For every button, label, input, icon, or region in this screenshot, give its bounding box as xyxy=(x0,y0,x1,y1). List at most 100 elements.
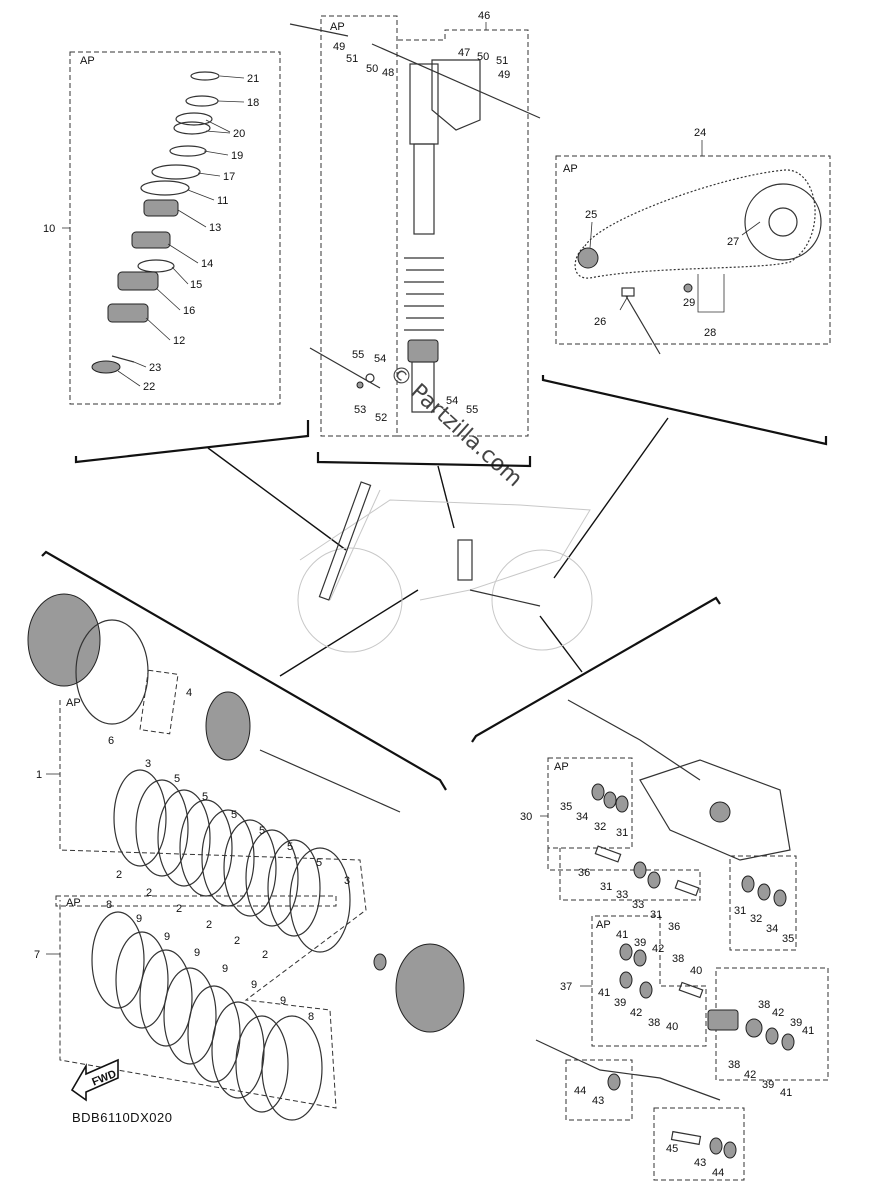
part-label: 5 xyxy=(316,857,322,869)
part-label: 32 xyxy=(750,913,762,925)
part-label: 29 xyxy=(683,297,695,309)
chain-box xyxy=(555,155,831,345)
part-label: 5 xyxy=(174,773,180,785)
part-label: 33 xyxy=(616,889,628,901)
part-label: 41 xyxy=(802,1025,814,1037)
part-label: 11 xyxy=(217,195,228,207)
part-label: 23 xyxy=(149,362,161,374)
part-label: 42 xyxy=(744,1069,756,1081)
part-label: 33 xyxy=(632,899,644,911)
clutch-box xyxy=(59,700,367,1109)
part-label: 50 xyxy=(477,51,489,63)
part-label: 3 xyxy=(344,875,350,887)
chain-ap-label: AP xyxy=(563,163,578,175)
clutch-group: AP AP xyxy=(27,593,465,1125)
shock-box-ap xyxy=(320,15,398,437)
part-label: 38 xyxy=(758,999,770,1011)
part-label: 40 xyxy=(690,965,702,977)
part-label: 31 xyxy=(616,827,628,839)
steering-group: AP 10 21 18 20 19 17 xyxy=(43,51,281,405)
part-label: 31 xyxy=(734,905,746,917)
part-label: 55 xyxy=(352,349,364,361)
part-label: 20 xyxy=(233,128,245,140)
shock-group: AP 46 49 51 50 48 47 50 51 49 55 54 53 5… xyxy=(289,10,541,492)
part-label: 39 xyxy=(634,937,646,949)
part-label: 31 xyxy=(650,909,662,921)
part-label: 9 xyxy=(194,947,200,959)
clutch-plates-2 xyxy=(91,911,323,1121)
part-label: 5 xyxy=(231,809,237,821)
part-label: 42 xyxy=(772,1007,784,1019)
part-label: 46 xyxy=(478,10,490,22)
part-label: 54 xyxy=(374,353,386,365)
part-label: 26 xyxy=(594,316,606,328)
part-label: 9 xyxy=(280,995,286,1007)
part-label: 51 xyxy=(346,53,358,65)
part-label: 14 xyxy=(201,258,213,270)
watermark: © Partzilla.com xyxy=(384,360,527,492)
callouts xyxy=(41,375,828,791)
part-label: 1 xyxy=(36,769,42,781)
part-label: 41 xyxy=(780,1087,792,1099)
motorcycle-outline xyxy=(297,481,593,653)
part-label: 53 xyxy=(354,404,366,416)
part-label: 32 xyxy=(594,821,606,833)
part-label: 37 xyxy=(560,981,572,993)
part-label: 41 xyxy=(598,987,610,999)
part-label: 43 xyxy=(694,1157,706,1169)
part-label: 5 xyxy=(287,841,293,853)
part-label: 35 xyxy=(782,933,794,945)
part-label: 42 xyxy=(652,943,664,955)
part-label: 49 xyxy=(333,41,345,53)
part-label: 39 xyxy=(762,1079,774,1091)
part-label: 43 xyxy=(592,1095,604,1107)
part-label: 51 xyxy=(496,55,508,67)
clutch-ap-label-2: AP xyxy=(66,897,81,909)
trans-box-a xyxy=(547,757,633,849)
part-label: 52 xyxy=(375,412,387,424)
part-label: 34 xyxy=(766,923,778,935)
part-label: 5 xyxy=(202,791,208,803)
chain-group: AP 24 25 27 29 26 28 xyxy=(555,127,831,355)
part-label: 27 xyxy=(727,236,739,248)
part-label: 8 xyxy=(308,1011,314,1023)
steering-ap-label: AP xyxy=(80,55,95,67)
part-label: 35 xyxy=(560,801,572,813)
part-label: 2 xyxy=(116,869,122,881)
part-label: 2 xyxy=(234,935,240,947)
clutch-ap-label-1: AP xyxy=(66,697,81,709)
part-label: 24 xyxy=(694,127,706,139)
part-label: 34 xyxy=(576,811,588,823)
part-label: 9 xyxy=(222,963,228,975)
part-label: 4 xyxy=(186,687,192,699)
part-label: 2 xyxy=(262,949,268,961)
part-label: 2 xyxy=(146,887,152,899)
shock-ap-label: AP xyxy=(330,21,345,33)
part-label: 9 xyxy=(251,979,257,991)
part-label: 31 xyxy=(600,881,612,893)
part-label: 30 xyxy=(520,811,532,823)
part-label: 18 xyxy=(247,97,259,109)
part-label: 8 xyxy=(106,899,112,911)
part-label: 55 xyxy=(466,404,478,416)
part-label: 45 xyxy=(666,1143,678,1155)
part-label: 3 xyxy=(145,758,151,770)
diagram-code: BDB6110DX020 xyxy=(72,1110,172,1125)
part-label: 39 xyxy=(790,1017,802,1029)
part-label: 7 xyxy=(34,949,40,961)
part-label: 10 xyxy=(43,223,55,235)
part-label: 42 xyxy=(630,1007,642,1019)
part-label: 21 xyxy=(247,73,259,85)
part-label: 40 xyxy=(666,1021,678,1033)
part-label: 13 xyxy=(209,222,221,234)
part-label: 17 xyxy=(223,171,235,183)
part-label: 38 xyxy=(648,1017,660,1029)
part-label: 25 xyxy=(585,209,597,221)
part-label: 41 xyxy=(616,929,628,941)
part-label: 28 xyxy=(704,327,716,339)
part-label: 5 xyxy=(259,825,265,837)
part-label: 22 xyxy=(143,381,155,393)
part-label: 15 xyxy=(190,279,202,291)
part-label: 19 xyxy=(231,150,243,162)
part-label: 9 xyxy=(136,913,142,925)
